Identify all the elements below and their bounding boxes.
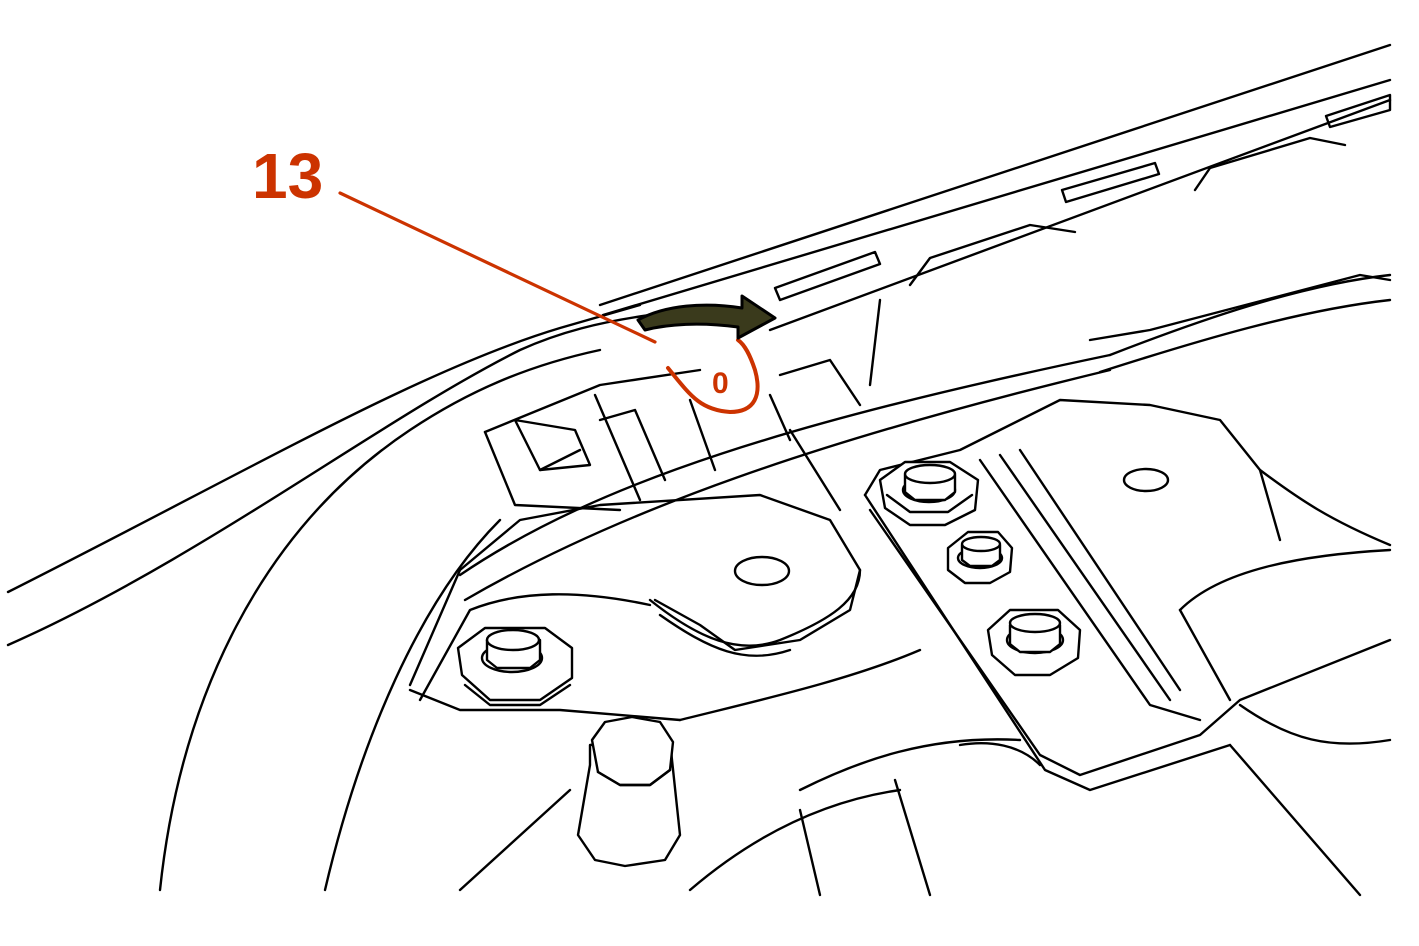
support-plate [408,493,1022,897]
rubber-stop [576,715,682,868]
hood-panel [6,43,1392,892]
callout-number: 13 [252,140,323,212]
leader-line [338,191,657,344]
callout-13: 13 0 [252,140,760,415]
bolt-right-lower [986,608,1082,677]
latch-bracket [458,273,1392,602]
bolt-top-center [878,460,980,527]
bolt-small-middle [946,530,1014,585]
clip-label: 0 [712,367,729,400]
bolt-left [456,626,574,707]
right-bracket-plate [863,273,1392,897]
curved-arrow-right-icon [636,294,777,340]
clip-outline [666,338,760,415]
